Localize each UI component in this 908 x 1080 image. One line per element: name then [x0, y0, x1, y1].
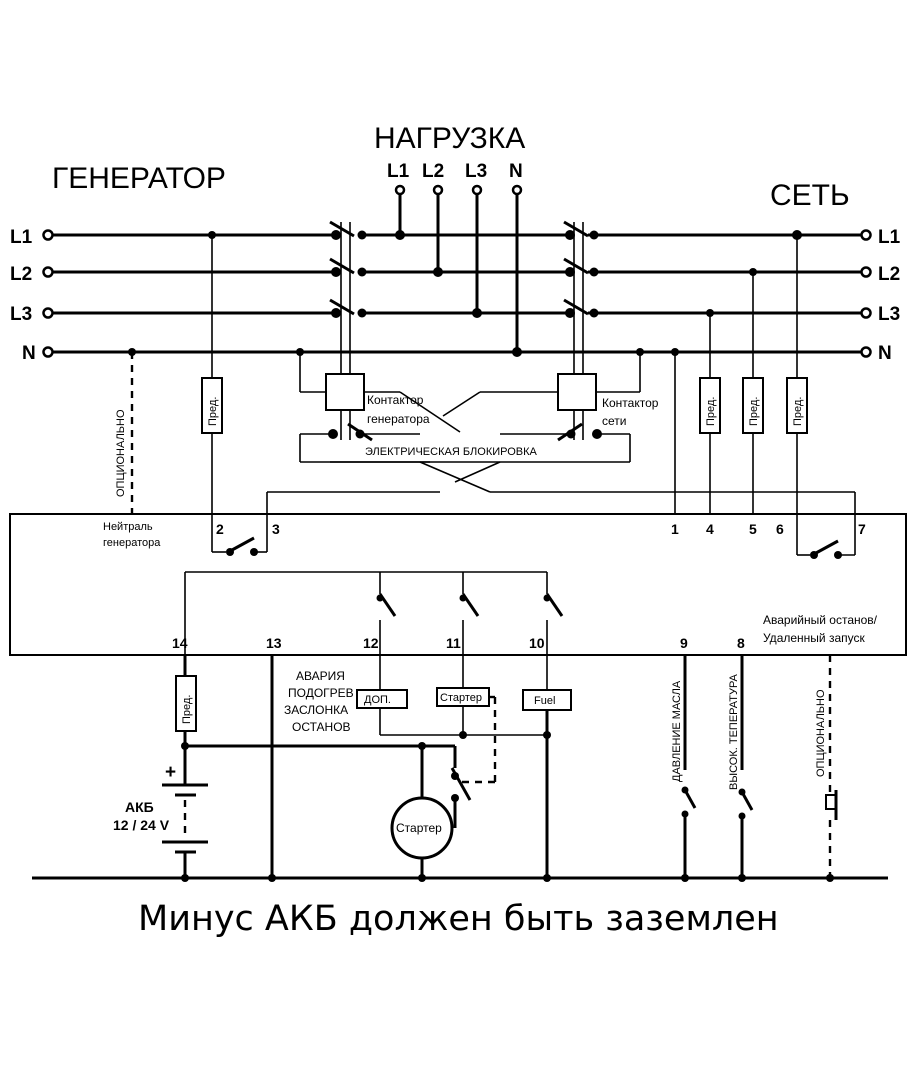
mains-bus-label-l1: L1	[878, 227, 901, 248]
battery-circuit: Пред. + АКБ 12 / 24 V	[113, 655, 426, 878]
mains-bus-label-n: N	[878, 343, 892, 364]
battery-plus: +	[165, 762, 176, 783]
gen-terminal-l1	[42, 229, 54, 241]
terminal-8-label: 8	[737, 635, 745, 651]
generator-contactor: Контактор генератора	[299, 220, 430, 442]
interlock-label: ЭЛЕКТРИЧЕСКАЯ БЛОКИРОВКА	[365, 446, 538, 458]
controller-box	[9, 513, 907, 656]
electrical-interlock: ЭЛЕКТРИЧЕСКАЯ БЛОКИРОВКА	[266, 391, 856, 514]
load-terminal-l3	[471, 184, 483, 196]
terminal-7-label: 7	[858, 521, 866, 537]
mains-terminal-l2	[860, 266, 872, 278]
mains-contactor-label-2: сети	[602, 414, 626, 428]
terminal-13-label: 13	[266, 635, 282, 651]
load-terminal-label-n: N	[509, 161, 523, 182]
gen-bus-label-l1: L1	[10, 227, 33, 248]
mains-contactor-label-1: Контактор	[602, 396, 659, 410]
battery-voltage: 12 / 24 V	[113, 817, 170, 833]
optional-label-neutral: ОПЦИОНАЛЬНО	[115, 409, 127, 497]
alarm-label-1: АВАРИЯ	[296, 669, 345, 683]
load-terminals: L1 L2 L3 N	[387, 161, 523, 357]
mains-title: СЕТЬ	[770, 179, 850, 212]
fuse-mains-l3-label: Пред.	[705, 397, 717, 426]
generator-contactor-label-1: Контактор	[367, 393, 424, 407]
terminal-4-label: 4	[706, 521, 714, 537]
fuse-gen-label: Пред.	[207, 397, 219, 426]
relay-outputs: АВАРИЯ ПОДОГРЕВ ЗАСЛОНКА ОСТАНОВ ДОП. Ст…	[270, 655, 572, 878]
gen-terminal-l3	[42, 307, 54, 319]
fuse-mains-l2-label: Пред.	[748, 397, 760, 426]
terminal-14-label: 14	[172, 635, 188, 651]
generator-title: ГЕНЕРАТОР	[52, 162, 226, 195]
bus-lines: L1 L2 L3 N L1 L2 L3 N	[10, 227, 901, 364]
load-terminal-n	[511, 184, 523, 196]
footer-note: Минус АКБ должен быть заземлен	[138, 899, 779, 939]
terminal-11-label: 11	[446, 635, 461, 651]
load-terminal-label-l1: L1	[387, 161, 410, 182]
terminal-2-label: 2	[216, 521, 224, 537]
load-terminal-label-l3: L3	[465, 161, 487, 182]
mains-terminal-l1	[860, 229, 872, 241]
gen-neutral-label-1: Нейтраль	[103, 521, 153, 533]
optional-label-estop: ОПЦИОНАЛЬНО	[815, 689, 827, 777]
generator-contactor-label-2: генератора	[367, 412, 430, 426]
terminal-3-label: 3	[272, 521, 280, 537]
load-terminal-label-l2: L2	[422, 161, 444, 182]
fuse-battery-label: Пред.	[181, 695, 193, 724]
terminal-5-label: 5	[749, 521, 757, 537]
terminal-6-label: 6	[776, 521, 784, 537]
top-fuses: Пред. ОПЦИОНАЛЬНО Пред. Пред. Пред.	[115, 235, 808, 514]
mains-bus-label-l2: L2	[878, 264, 900, 285]
mains-contactor-coil	[557, 373, 597, 411]
relay-fuel-label: Fuel	[534, 695, 555, 707]
gen-bus-label-n: N	[22, 343, 36, 364]
gen-bus-label-l3: L3	[10, 304, 32, 325]
mains-contactor: Контактор сети	[557, 220, 659, 442]
oil-pressure-label: ДАВЛЕНИЕ МАСЛА	[671, 680, 683, 782]
alarm-label-3: ЗАСЛОНКА	[284, 703, 348, 717]
mains-bus-label-l3: L3	[878, 304, 900, 325]
high-temp-label: ВЫСОК. ТЕПЕРАТУРА	[728, 673, 740, 790]
terminal-10-label: 10	[529, 635, 545, 651]
controller-module: Нейтраль генератора 2 3 1 4 5 6 7	[9, 513, 907, 656]
mains-terminal-n	[860, 346, 872, 358]
sensor-inputs: ДАВЛЕНИЕ МАСЛА ВЫСОК. ТЕПЕРАТУРА ОПЦИОНА…	[671, 655, 838, 878]
gen-neutral-label-2: генератора	[103, 537, 161, 549]
gen-bus-label-l2: L2	[10, 264, 32, 285]
load-title: НАГРУЗКА	[374, 122, 525, 155]
relay-aux-box	[356, 689, 408, 709]
starter-motor-label: Стартер	[396, 821, 442, 835]
terminal-12-label: 12	[363, 635, 379, 651]
gen-terminal-n	[42, 346, 54, 358]
emergency-label-2: Удаленный запуск	[763, 631, 865, 645]
relay-aux-label: ДОП.	[364, 694, 391, 706]
load-terminal-l1	[394, 184, 406, 196]
emergency-label-1: Аварийный останов/	[763, 613, 878, 627]
mains-terminal-l3	[860, 307, 872, 319]
terminal-1-label: 1	[671, 521, 679, 537]
battery-label: АКБ	[125, 799, 154, 815]
load-terminal-l2	[432, 184, 444, 196]
alarm-label-2: ПОДОГРЕВ	[288, 686, 354, 700]
generator-contactor-coil	[325, 373, 365, 411]
starter-motor-circuit: Стартер	[390, 744, 472, 878]
relay-starter-label: Стартер	[440, 692, 482, 704]
fuse-mains-l1-label: Пред.	[792, 397, 804, 426]
gen-terminal-l2	[42, 266, 54, 278]
alarm-label-4: ОСТАНОВ	[292, 720, 351, 734]
terminal-9-label: 9	[680, 635, 688, 651]
